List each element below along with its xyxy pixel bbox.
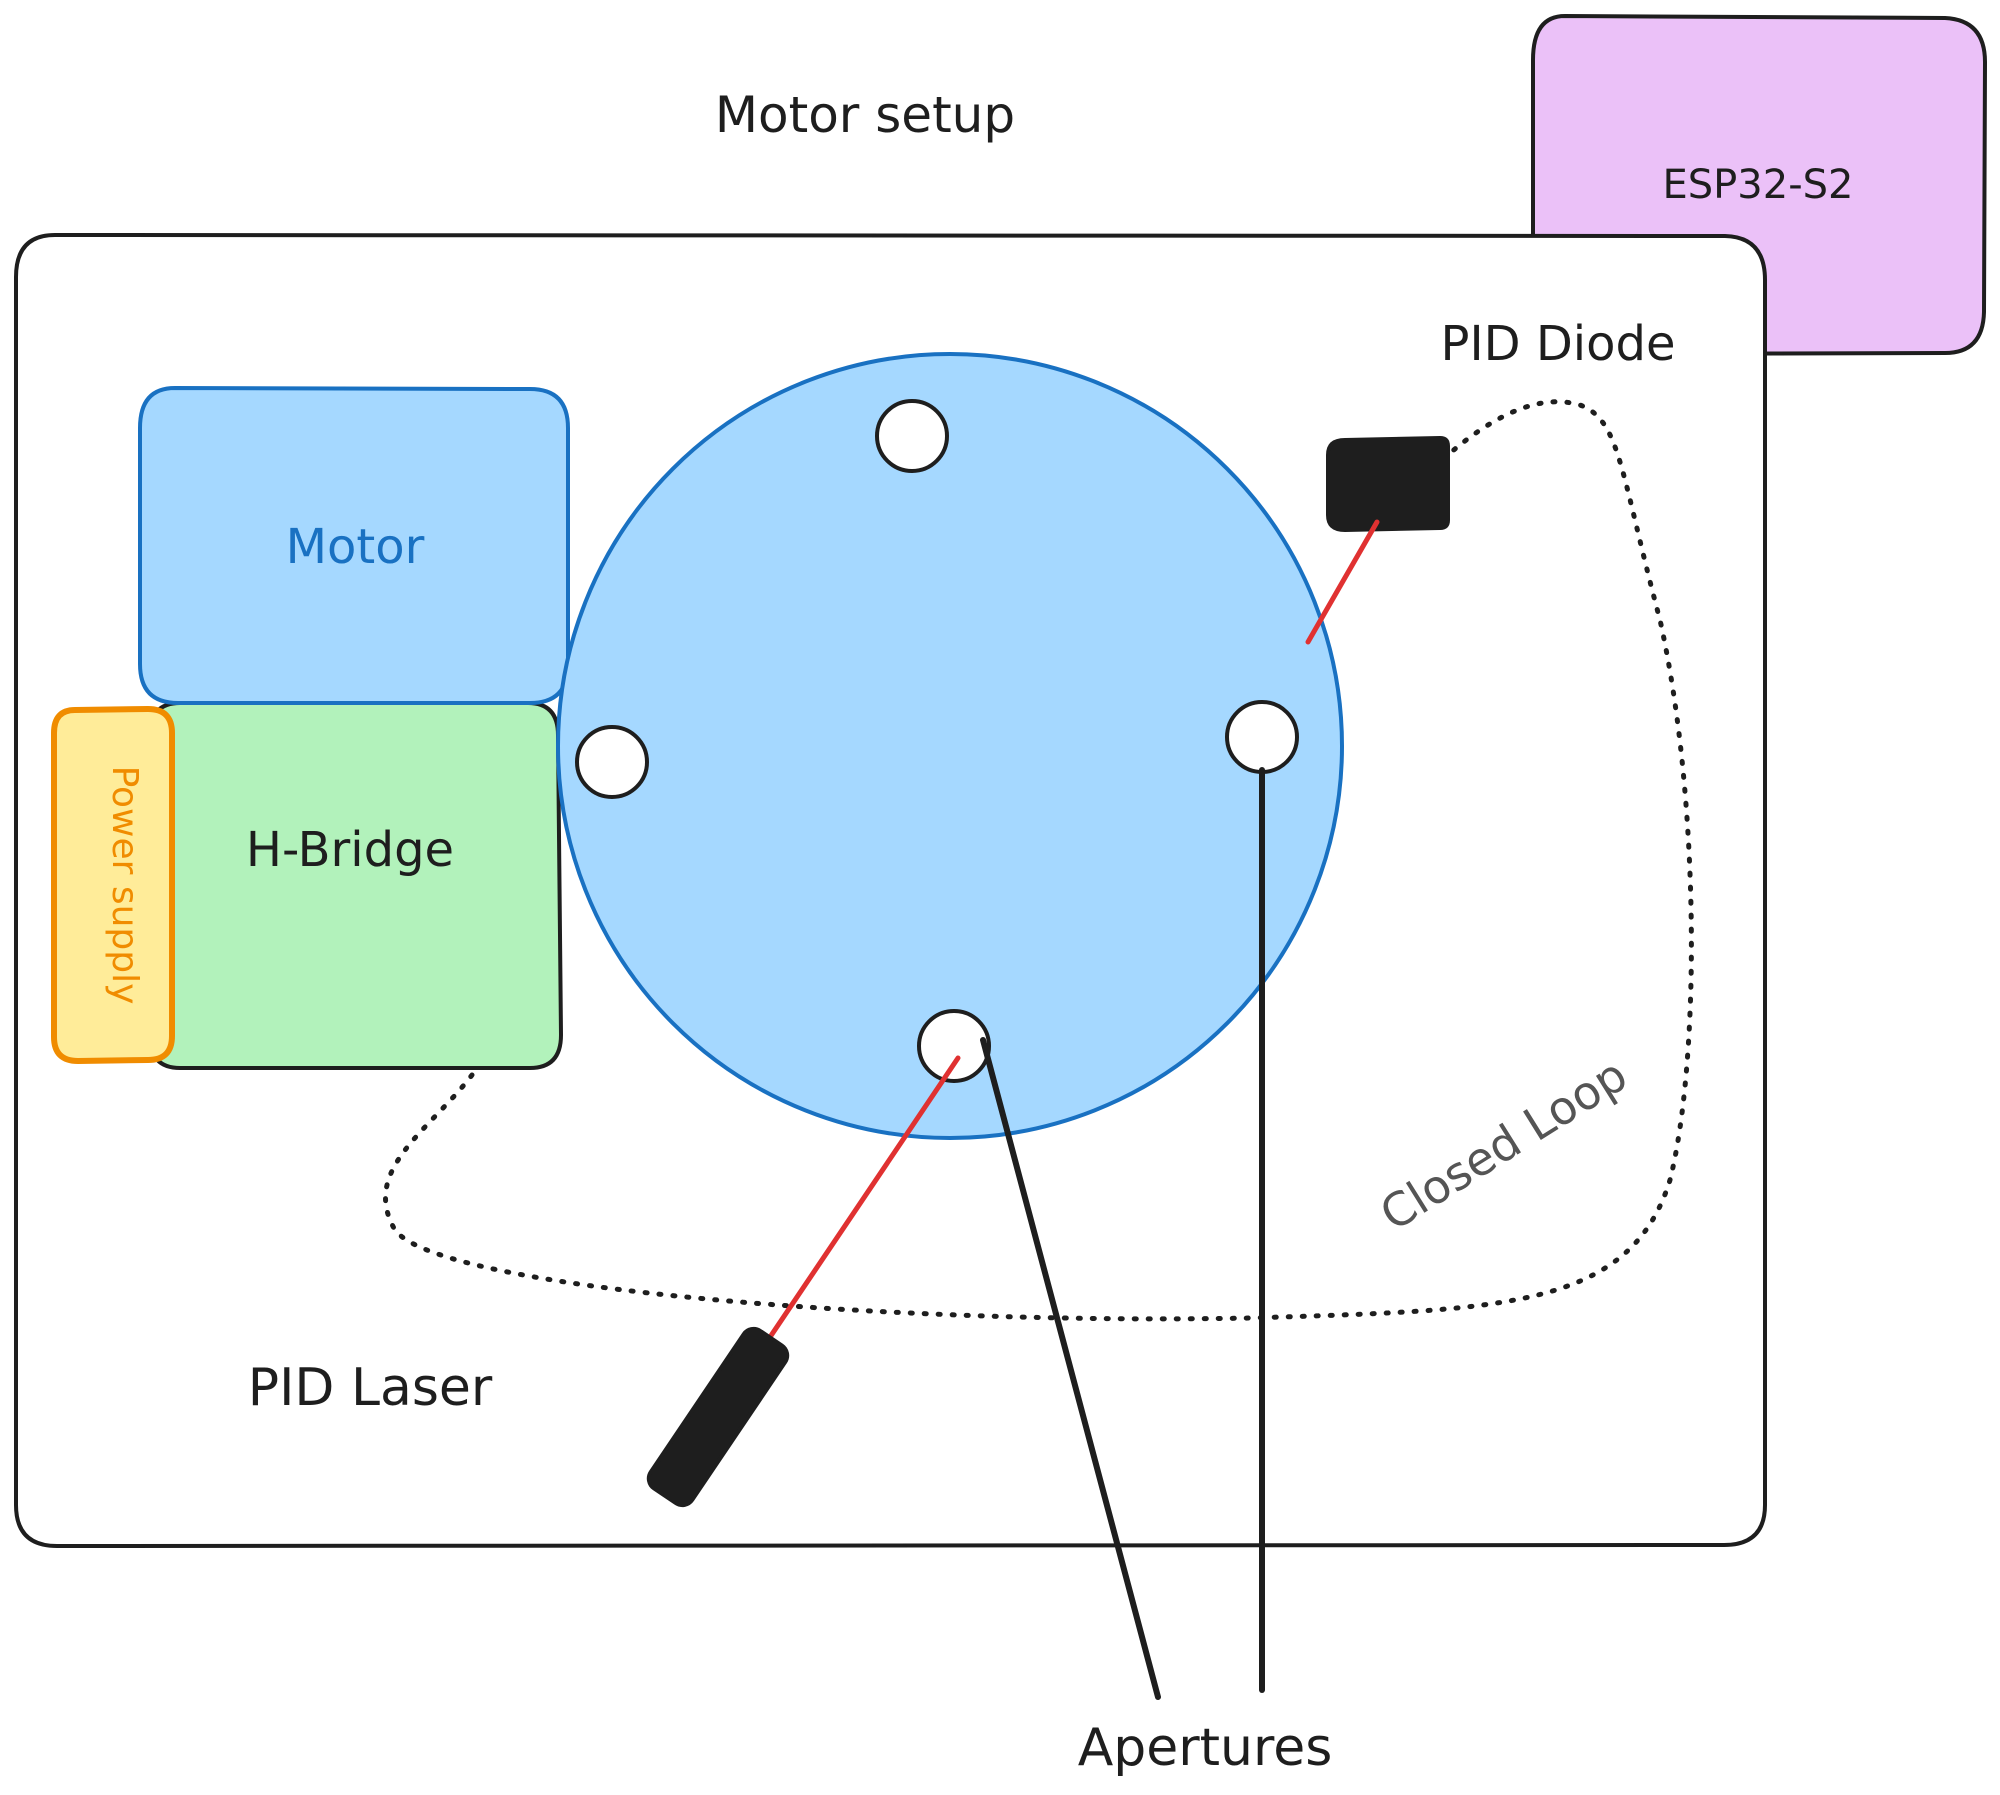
- power-supply-box: Power supply: [51, 705, 175, 1065]
- aperture-disk: [556, 352, 1344, 1140]
- aperture-hole-right: [1225, 700, 1299, 774]
- apertures-label: Apertures: [1078, 1718, 1333, 1778]
- laser-beam: [757, 1055, 961, 1355]
- aperture-hole-bottom: [917, 1009, 991, 1083]
- pid-diode-sensor: [1326, 435, 1450, 533]
- pid-diode-label: PID Diode: [1441, 316, 1676, 372]
- pid-laser-label: PID Laser: [248, 1358, 493, 1418]
- aperture-hole-top: [875, 399, 949, 473]
- diagram-title: Motor setup: [715, 86, 1015, 144]
- aperture-hole-left: [575, 725, 649, 799]
- power-supply-label: Power supply: [104, 766, 145, 1005]
- aperture-pointer-bottom: [980, 1037, 1161, 1700]
- motor-label: Motor: [286, 519, 425, 575]
- pid-laser-module: [646, 1326, 790, 1508]
- motor-box: Motor: [138, 385, 570, 705]
- diode-beam: [1305, 519, 1380, 645]
- h-bridge-box: H-Bridge: [148, 701, 564, 1070]
- h-bridge-label: H-Bridge: [246, 822, 454, 878]
- closed-loop-path: [383, 399, 1694, 1322]
- esp32-label: ESP32-S2: [1663, 162, 1854, 208]
